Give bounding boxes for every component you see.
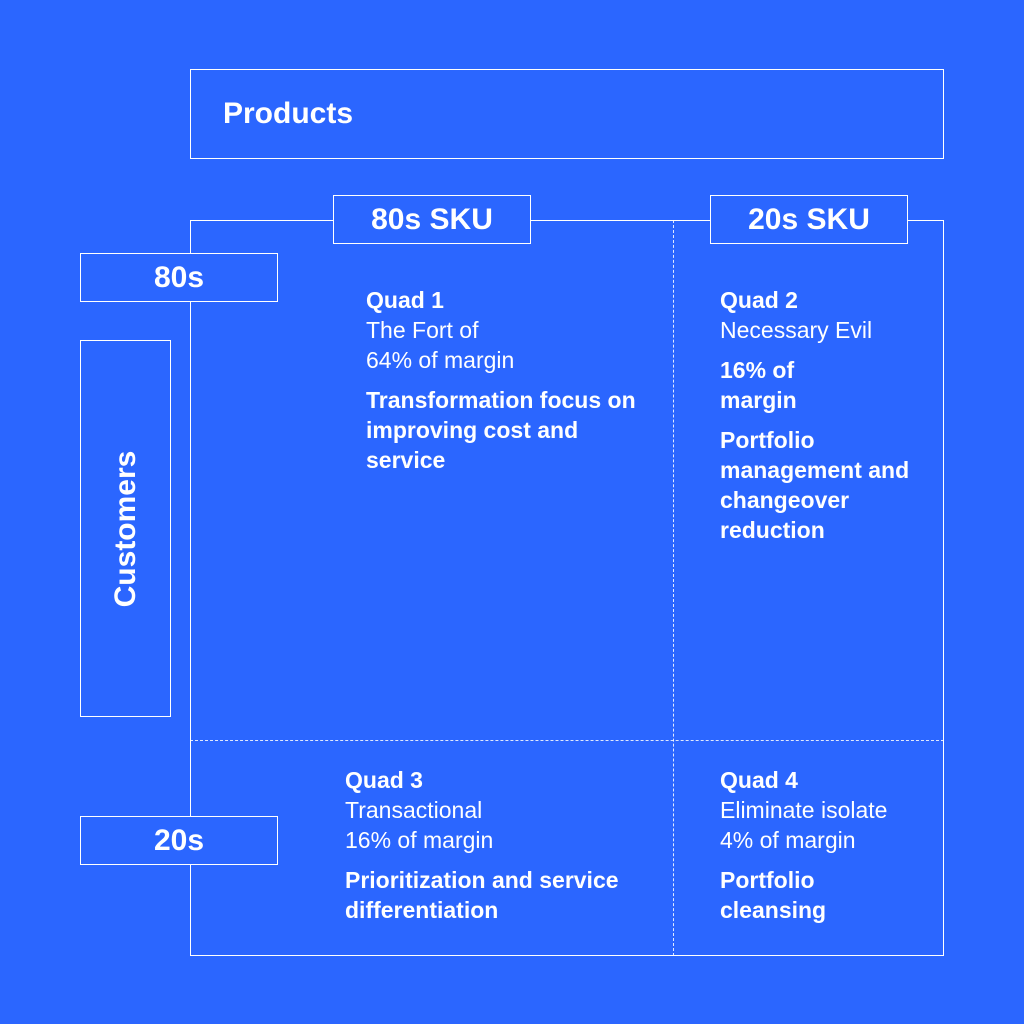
row-label-20s-text: 20s <box>153 823 205 857</box>
quad-4-margin: 4% of margin <box>720 827 856 853</box>
matrix-frame <box>190 220 944 956</box>
row-label-20s: 20s <box>80 816 278 865</box>
quad-2-margin: 16% of margin <box>720 357 797 413</box>
quad-1: Quad 1 The Fort of 64% of margin Transfo… <box>366 285 646 475</box>
column-label-80s-sku-text: 80s SKU <box>371 202 493 236</box>
quad-1-margin: 64% of margin <box>366 347 515 373</box>
quad-4-subtitle: Eliminate isolate <box>720 797 888 823</box>
vertical-divider <box>673 220 674 956</box>
customers-axis-label: Customers <box>80 340 171 717</box>
horizontal-divider <box>190 740 944 741</box>
quad-2-title: Quad 2 <box>720 287 798 313</box>
quad-3-title: Quad 3 <box>345 767 423 793</box>
quad-2: Quad 2 Necessary Evil 16% of margin Port… <box>720 285 940 545</box>
quad-3-subtitle: Transactional <box>345 797 483 823</box>
column-label-80s-sku: 80s SKU <box>333 195 531 244</box>
column-label-20s-sku: 20s SKU <box>710 195 908 244</box>
row-label-80s-text: 80s <box>153 260 205 294</box>
quad-4: Quad 4 Eliminate isolate 4% of margin Po… <box>720 765 940 925</box>
quad-4-title: Quad 4 <box>720 767 798 793</box>
products-header: Products <box>190 69 944 159</box>
quad-4-action: Portfolio cleansing <box>720 867 827 923</box>
quad-3-action: Prioritization and service differentiati… <box>345 867 619 923</box>
quad-1-subtitle: The Fort of <box>366 317 479 343</box>
row-label-80s: 80s <box>80 253 278 302</box>
quad-2-subtitle: Necessary Evil <box>720 317 873 343</box>
products-title: Products <box>223 97 354 130</box>
column-label-20s-sku-text: 20s SKU <box>748 202 870 236</box>
quad-1-action: Transformation focus on improving cost a… <box>366 387 636 473</box>
quad-3: Quad 3 Transactional 16% of margin Prior… <box>345 765 665 925</box>
quad-3-margin: 16% of margin <box>345 827 494 853</box>
quad-2-action: Portfolio management and changeover redu… <box>720 427 910 543</box>
quad-1-title: Quad 1 <box>366 287 444 313</box>
customers-axis-text: Customers <box>108 450 142 607</box>
